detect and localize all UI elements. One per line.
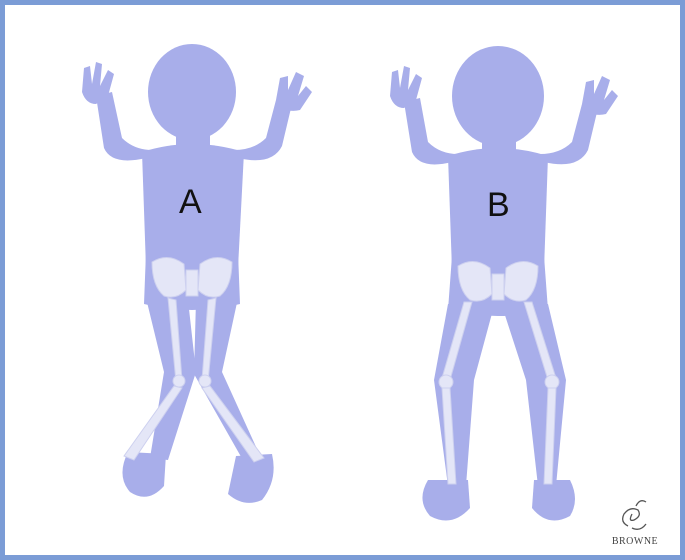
artist-signature: BROWNE (606, 492, 664, 552)
figure-a-label: A (179, 185, 202, 219)
signature-text: BROWNE (606, 536, 664, 547)
signature-flourish-icon (606, 492, 664, 536)
figure-b-label: B (487, 188, 510, 222)
